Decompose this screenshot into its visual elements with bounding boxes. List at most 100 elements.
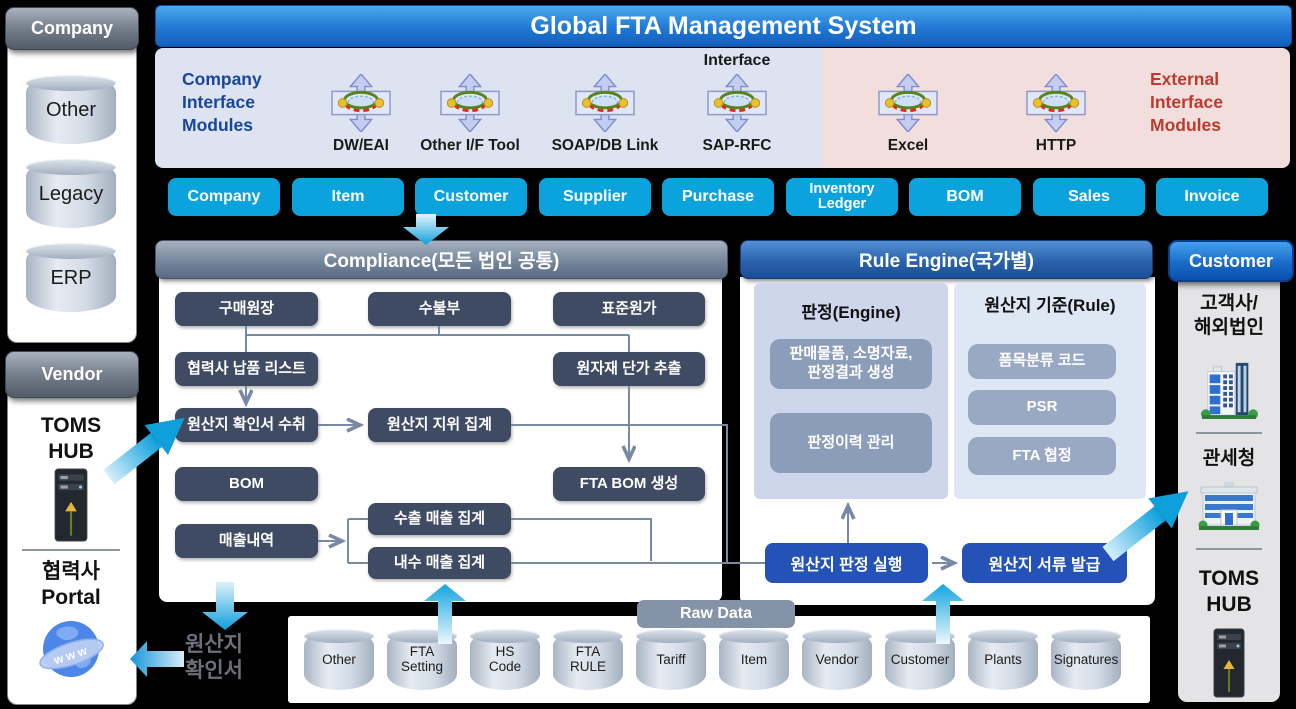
- interface-icon: [705, 74, 769, 132]
- other-system-cylinder: Other: [26, 75, 116, 144]
- interface-icon: [1024, 74, 1088, 132]
- interface-icon: [573, 74, 637, 132]
- office-building-icon: [1200, 356, 1258, 422]
- rule-subpanel-title: 원산지 기준(Rule): [984, 295, 1116, 315]
- box-judgement-history[interactable]: 판정이력 관리: [770, 413, 932, 473]
- interface-icon: [438, 74, 502, 132]
- master-button-customer[interactable]: Customer: [415, 178, 527, 216]
- www-globe-icon[interactable]: [37, 616, 105, 684]
- master-button-supplier[interactable]: Supplier: [539, 178, 651, 216]
- compliance-title: Compliance(모든 법인 공통): [323, 251, 560, 272]
- box-domestic-sales-agg[interactable]: 내수 매출 집계: [368, 547, 511, 579]
- rawdata-cylinder-fta-rule: FTA RULE: [553, 629, 623, 690]
- arrow-compliance-to-origin-cert: [202, 582, 248, 630]
- box-purchase-ledger[interactable]: 구매원장: [175, 292, 318, 326]
- engine-subpanel-title: 판정(Engine): [801, 302, 901, 322]
- module-soap-dblink[interactable]: SOAP/DB Link: [548, 74, 662, 155]
- interface-label: Interface: [703, 52, 771, 69]
- master-button-invoice[interactable]: Invoice: [1156, 178, 1268, 216]
- master-button-inventory-ledger[interactable]: Inventory Ledger: [786, 178, 898, 216]
- module-http[interactable]: HTTP: [1001, 74, 1111, 155]
- module-label: Excel: [887, 137, 929, 154]
- box-hs-classification-code[interactable]: 품목분류 코드: [968, 344, 1116, 379]
- erp-system-label: ERP: [50, 267, 92, 289]
- box-fta-bom-creation[interactable]: FTA BOM 생성: [553, 467, 705, 501]
- raw-data-badge: Raw Data: [637, 600, 795, 628]
- box-coo-certificate-receipt[interactable]: 원산지 확인서 수취: [175, 408, 318, 442]
- vendor-header: Vendor: [5, 351, 139, 398]
- origin-certificate-note: 원산지 확인서: [185, 633, 243, 683]
- module-dw-eai[interactable]: DW/EAI: [306, 74, 416, 155]
- arrow-vendor-to-coo-receipt: [103, 417, 185, 485]
- rawdata-cylinder-signatures: Signatures: [1051, 629, 1121, 690]
- customer-overseas-label: 고객사/ 해외법인: [1194, 293, 1264, 338]
- customer-header-label: Customer: [1188, 250, 1273, 271]
- box-fta-agreement[interactable]: FTA 협정: [968, 437, 1116, 475]
- box-export-sales-agg[interactable]: 수출 매출 집계: [368, 503, 511, 535]
- rawdata-cylinder-fta-setting: FTA Setting: [387, 629, 457, 690]
- rawdata-cylinder-vendor: Vendor: [802, 629, 872, 690]
- customer-panel: [1178, 258, 1280, 702]
- box-inventory-book[interactable]: 수불부: [368, 292, 511, 326]
- erp-system-cylinder: ERP: [26, 243, 116, 312]
- box-coo-status-aggregation[interactable]: 원산지 지위 집계: [368, 408, 511, 442]
- rule-engine-header: Rule Engine(국가별): [740, 240, 1153, 279]
- arrow-origin-cert-to-portal: [130, 641, 184, 677]
- company-header: Company: [5, 7, 139, 50]
- rule-engine-title: Rule Engine(국가별): [859, 251, 1034, 272]
- arrow-rawdata-to-compliance: [424, 584, 466, 644]
- rawdata-cylinder-other: Other: [304, 629, 374, 690]
- run-origin-judgement-button[interactable]: 원산지 판정 실행: [765, 543, 928, 583]
- other-system-label: Other: [45, 99, 97, 121]
- toms-hub-label-right: TOMS HUB: [1198, 566, 1260, 616]
- customer-header: Customer: [1168, 240, 1294, 282]
- arrow-customer-to-compliance: [403, 214, 449, 245]
- legacy-system-cylinder: Legacy: [26, 159, 116, 228]
- system-title: Global FTA Management System: [530, 11, 917, 40]
- module-sap-rfc[interactable]: SAP-RFC: [682, 74, 792, 155]
- module-label: Other I/F Tool: [420, 137, 520, 154]
- portal-label: 협력사 Portal: [41, 559, 101, 609]
- module-label: HTTP: [1035, 137, 1077, 154]
- customer-divider-2: [1196, 548, 1262, 550]
- arrow-rawdata-to-ruleengine: [922, 584, 964, 644]
- rawdata-cylinder-tariff: Tariff: [636, 629, 706, 690]
- module-other-if-tool[interactable]: Other I/F Tool: [415, 74, 525, 155]
- box-material-unit-price[interactable]: 원자재 단가 추출: [553, 352, 705, 386]
- interface-icon: [329, 74, 393, 132]
- master-button-sales[interactable]: Sales: [1033, 178, 1145, 216]
- master-button-company[interactable]: Company: [168, 178, 280, 216]
- system-title-bar: Global FTA Management System: [155, 5, 1292, 47]
- box-psr[interactable]: PSR: [968, 390, 1116, 425]
- customs-office-label: 관세청: [1202, 448, 1256, 470]
- raw-data-title: Raw Data: [679, 605, 753, 622]
- vendor-header-label: Vendor: [41, 364, 103, 384]
- module-label: SOAP/DB Link: [551, 137, 659, 154]
- external-interface-modules-label: External Interface Modules: [1150, 69, 1223, 136]
- vendor-divider: [22, 549, 120, 551]
- rawdata-cylinder-plants: Plants: [968, 629, 1038, 690]
- server-icon: [1212, 628, 1246, 698]
- company-header-label: Company: [30, 18, 113, 38]
- customer-divider-1: [1196, 432, 1262, 434]
- box-bom[interactable]: BOM: [175, 467, 318, 501]
- interface-icon: [876, 74, 940, 132]
- rawdata-cylinder-item: Item: [719, 629, 789, 690]
- master-button-purchase[interactable]: Purchase: [662, 178, 774, 216]
- box-judgement-result[interactable]: 판매물품, 소명자료, 판정결과 생성: [770, 339, 932, 389]
- toms-hub-label-left: TOMS HUB: [40, 413, 102, 463]
- company-interface-modules-label: Company Interface Modules: [182, 69, 262, 136]
- issue-origin-documents-button[interactable]: 원산지 서류 발급: [962, 543, 1127, 583]
- box-sales-detail[interactable]: 매출내역: [175, 524, 318, 558]
- box-standard-cost[interactable]: 표준원가: [553, 292, 705, 326]
- module-excel[interactable]: Excel: [853, 74, 963, 155]
- box-vendor-delivery-list[interactable]: 협력사 납품 리스트: [175, 352, 318, 386]
- legacy-system-label: Legacy: [38, 183, 104, 205]
- server-icon: [54, 468, 88, 542]
- module-label: SAP-RFC: [702, 137, 772, 154]
- master-button-item[interactable]: Item: [292, 178, 404, 216]
- module-label: DW/EAI: [333, 137, 389, 154]
- rawdata-cylinder-hs-code: HS Code: [470, 629, 540, 690]
- master-button-bom[interactable]: BOM: [909, 178, 1021, 216]
- government-building-icon: [1197, 482, 1261, 532]
